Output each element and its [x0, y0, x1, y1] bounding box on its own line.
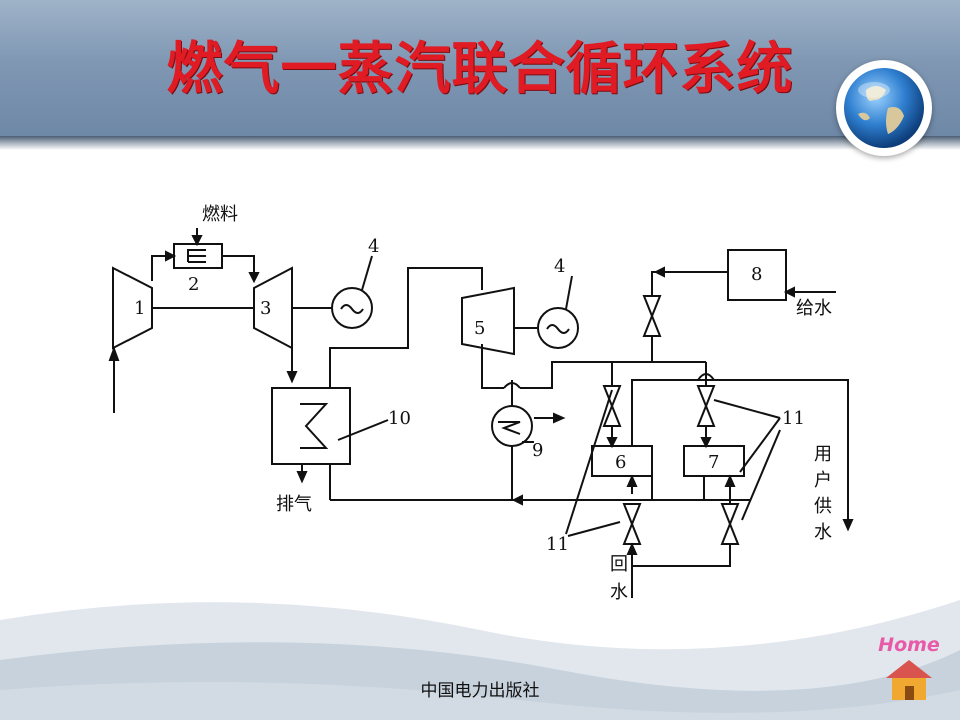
label-4a: 4 — [368, 236, 379, 257]
label-10: 10 — [388, 408, 411, 429]
return-water-label-1: 回 — [610, 554, 628, 575]
label-5: 5 — [474, 318, 485, 339]
generator-icon — [331, 287, 373, 329]
hrsg-10 — [271, 387, 351, 465]
compressor-1 — [112, 266, 153, 350]
home-label: Home — [878, 634, 940, 656]
box-8 — [727, 249, 787, 301]
label-8: 8 — [751, 264, 762, 285]
user-supply-label-1: 用 — [814, 444, 832, 465]
generator-icon-2 — [537, 307, 579, 349]
return-water-label-2: 水 — [610, 582, 628, 603]
label-1: 1 — [134, 298, 145, 319]
box-7 — [683, 445, 745, 477]
user-supply-label-3: 供 — [814, 496, 832, 517]
label-9: 9 — [532, 440, 543, 461]
label-6: 6 — [615, 452, 626, 473]
user-supply-label-4: 水 — [814, 522, 832, 543]
home-button[interactable]: Home — [872, 634, 946, 704]
fuel-label: 燃料 — [202, 204, 238, 225]
header-shadow — [0, 136, 960, 150]
background-swoosh — [0, 600, 960, 720]
exhaust-label: 排气 — [276, 494, 312, 515]
publisher-footer: 中国电力出版社 — [420, 681, 540, 701]
label-4b: 4 — [554, 256, 565, 277]
user-supply-label-2: 户 — [814, 470, 832, 491]
label-2: 2 — [188, 274, 199, 295]
label-7: 7 — [708, 452, 719, 473]
slide-title: 燃气一蒸汽联合循环系统 — [166, 37, 794, 102]
label-3: 3 — [260, 298, 271, 319]
slide-header — [0, 0, 960, 140]
label-11a: 11 — [782, 408, 805, 429]
diagram-panel — [108, 196, 852, 602]
globe-icon — [836, 60, 932, 156]
label-11b: 11 — [546, 534, 569, 555]
home-icon — [886, 660, 932, 700]
feed-water-label: 给水 — [796, 298, 832, 319]
box-6 — [591, 445, 653, 477]
steam-turbine-5 — [461, 286, 515, 356]
